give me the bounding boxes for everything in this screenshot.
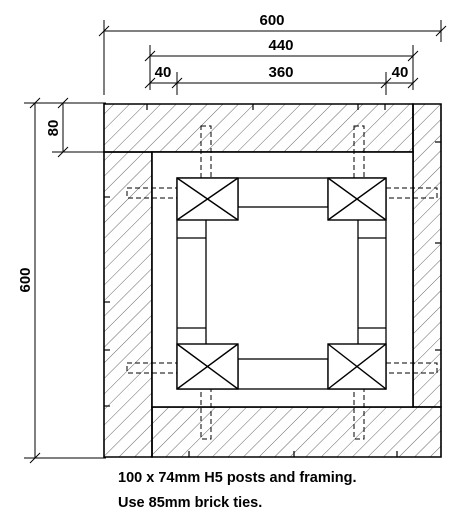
- brick-wall: [103, 103, 442, 458]
- post-bottom-right: [327, 343, 387, 390]
- note-brick-ties: Use 85mm brick ties.: [118, 495, 263, 511]
- post-top-left: [176, 177, 239, 221]
- dim-overall-height: 600: [17, 267, 34, 292]
- dim-wall-thickness: 80: [45, 120, 62, 137]
- dim-right-offset: 40: [392, 64, 409, 81]
- dim-overall-width: 600: [259, 12, 284, 29]
- posts: [176, 177, 387, 390]
- note-posts-framing: 100 x 74mm H5 posts and framing.: [118, 470, 357, 486]
- dim-inner-span: 440: [268, 37, 293, 54]
- post-top-right: [327, 177, 387, 221]
- post-bottom-left: [176, 343, 239, 390]
- dimension-lines: [24, 20, 447, 464]
- dim-left-offset: 40: [155, 64, 172, 81]
- dim-clear-span: 360: [268, 64, 293, 81]
